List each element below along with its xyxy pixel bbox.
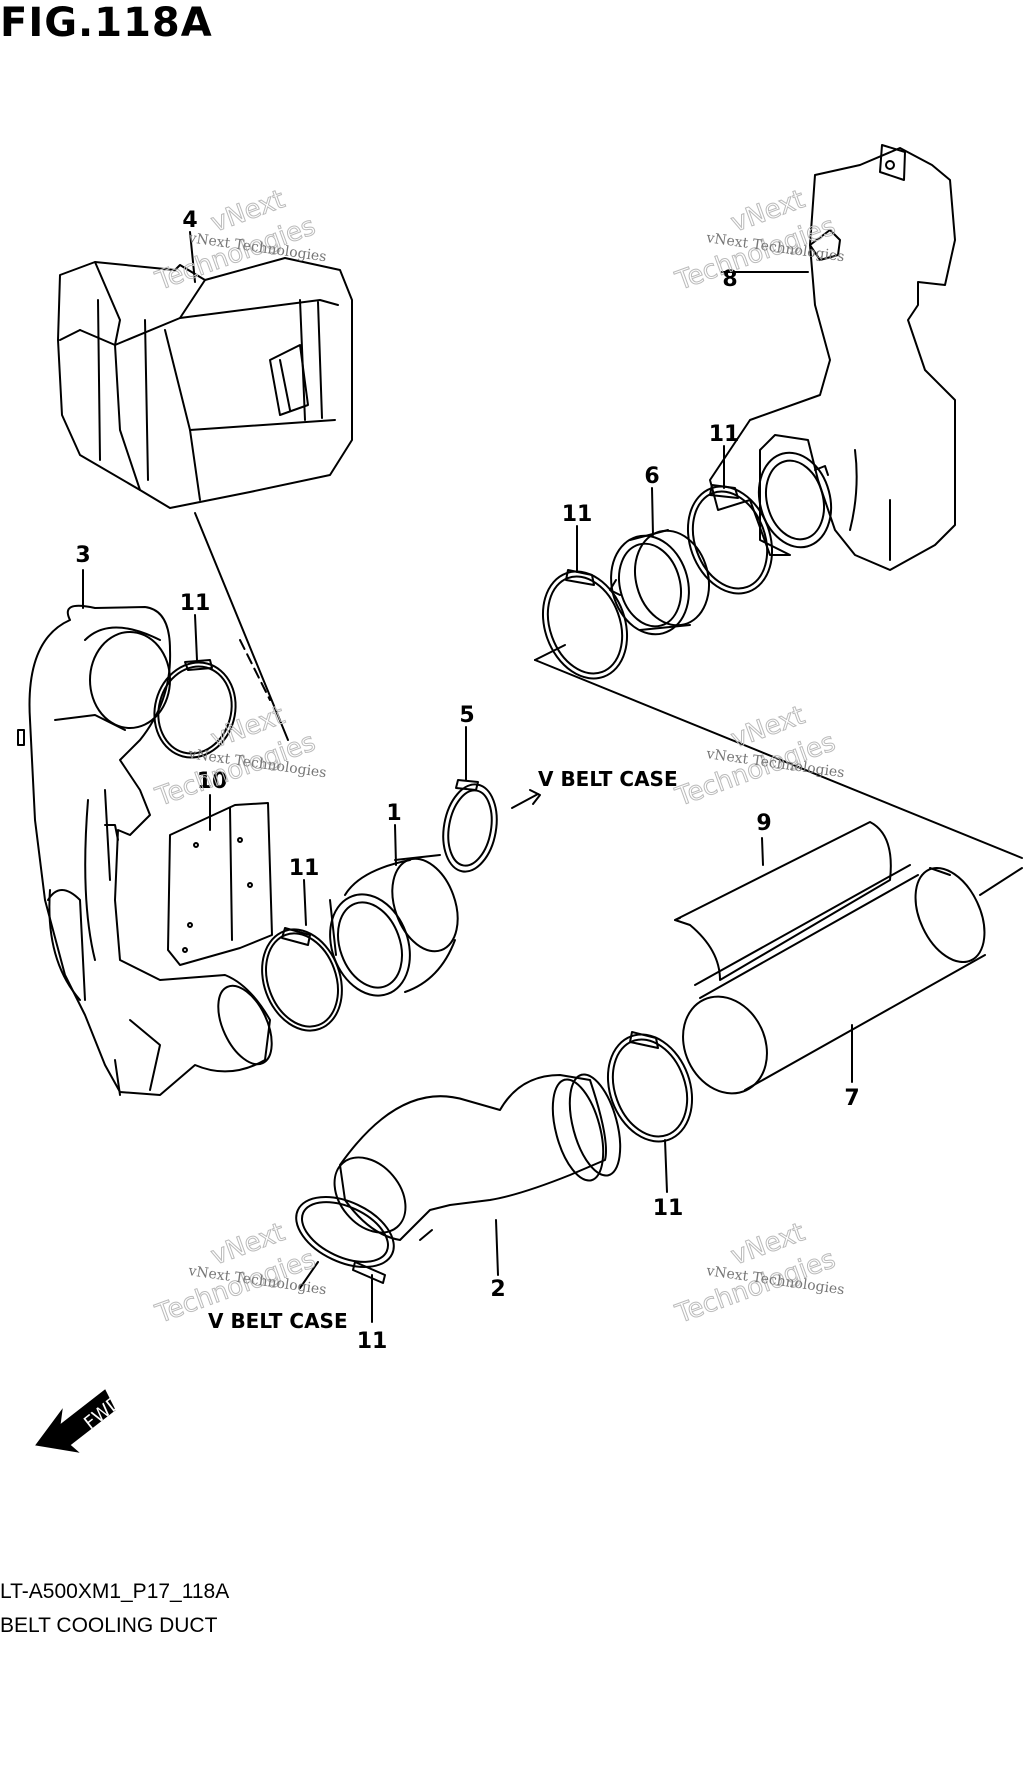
- leader-9: [761, 837, 764, 866]
- leader-line-right: [979, 867, 1023, 896]
- clamp-11-d: [541, 569, 629, 680]
- callout-8: 8: [722, 267, 737, 292]
- figure-title: FIG.118A: [0, 0, 213, 46]
- model-code: LT-A500XM1_P17_118A: [0, 1580, 230, 1603]
- leader-line-dashed: [239, 639, 271, 701]
- callout-6: 6: [644, 464, 659, 489]
- callout-11-c: 11: [709, 422, 740, 447]
- leader-6: [651, 487, 654, 536]
- clamp-11-c: [686, 484, 774, 595]
- clamp-11-f: [295, 1196, 395, 1284]
- watermark-bottom-right: vNext Technologies vNext Technologies: [671, 1217, 846, 1331]
- leader-11-e: [664, 1139, 668, 1193]
- part-1-joint: [329, 854, 459, 997]
- part-3-duct: [17, 604, 273, 1096]
- part-5-seal: [442, 779, 498, 873]
- clamp-11-b: [261, 927, 343, 1032]
- watermark-top-right: vNext Technologies vNext Technologies: [671, 184, 846, 298]
- callout-11-e: 11: [653, 1196, 684, 1221]
- callout-3: 3: [75, 543, 90, 568]
- direction-arrow-upper: [511, 793, 539, 809]
- clamp-11-e: [606, 1031, 694, 1143]
- part-10-gasket: [167, 802, 273, 966]
- v-belt-case-label-upper: V BELT CASE: [538, 767, 678, 791]
- clamp-11-a: [153, 659, 237, 759]
- callout-7: 7: [844, 1086, 859, 1111]
- callout-4: 4: [182, 208, 197, 233]
- leader-line-long: [534, 659, 1023, 859]
- leader-11-a: [194, 614, 198, 661]
- watermark-top-left: vNext Technologies vNext Technologies: [151, 184, 328, 298]
- callout-2: 2: [490, 1277, 505, 1302]
- watermark-middle-right: vNext Technologies vNext Technologies: [671, 700, 846, 814]
- leader-2: [495, 1219, 499, 1276]
- diagram-caption: BELT COOLING DUCT: [0, 1614, 218, 1637]
- part-6-joint: [609, 529, 710, 636]
- fwd-arrow-icon: FWD: [35, 1389, 126, 1453]
- callout-11-b: 11: [289, 856, 320, 881]
- callout-1: 1: [386, 801, 401, 826]
- direction-arrowhead-upper: [529, 789, 541, 805]
- leader-1: [394, 824, 397, 866]
- callout-11-f: 11: [357, 1329, 388, 1354]
- leader-4: [189, 231, 196, 283]
- v-belt-case-label-lower: V BELT CASE: [208, 1309, 348, 1333]
- callout-5: 5: [459, 703, 474, 728]
- watermark-middle-left: vNext Technologies vNext Technologies: [151, 700, 328, 814]
- leader-11-b: [303, 879, 307, 926]
- callout-11-a: 11: [180, 591, 211, 616]
- callout-10: 10: [197, 769, 228, 794]
- direction-arrow-lower: [299, 1261, 319, 1289]
- part-8-duct: [709, 144, 956, 571]
- callout-9: 9: [756, 811, 771, 836]
- leader-line-short: [534, 644, 566, 661]
- leader-line-4: [194, 512, 289, 741]
- part-9-cover: [674, 821, 892, 981]
- callout-11-d: 11: [562, 502, 593, 527]
- part-4-air-box: [57, 257, 353, 509]
- part-7-tube: [682, 864, 986, 1095]
- part-2-hose: [333, 1073, 622, 1241]
